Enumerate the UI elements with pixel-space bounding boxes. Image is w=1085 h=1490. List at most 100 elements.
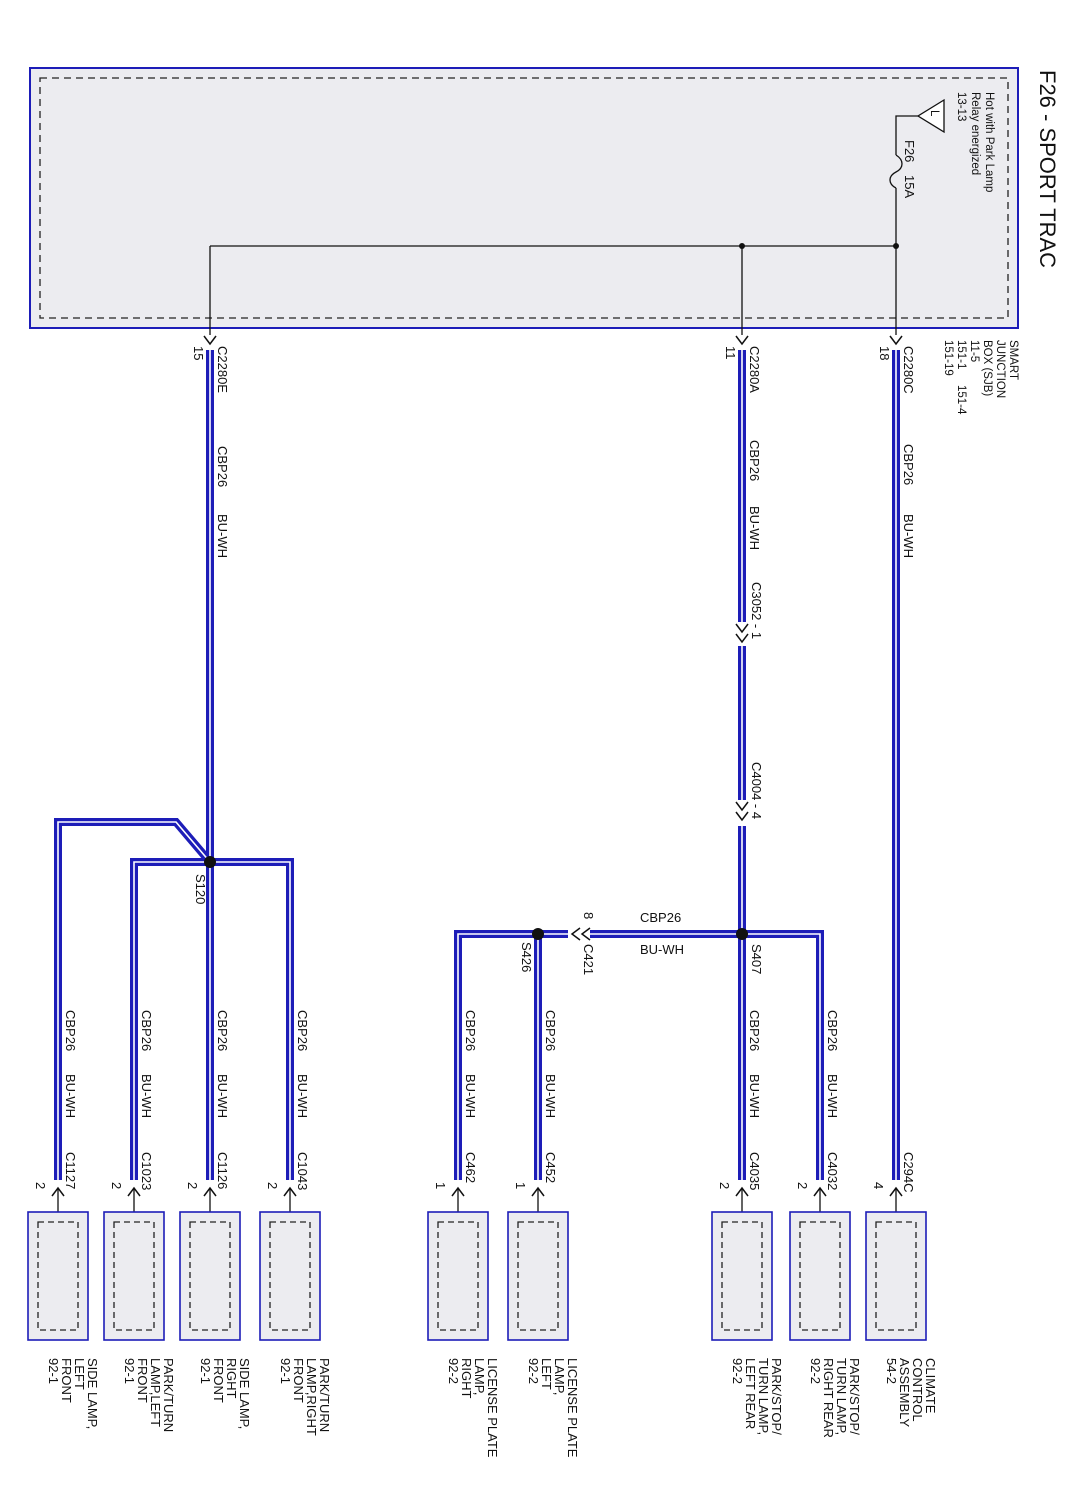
component-inner-box bbox=[269, 1221, 311, 1331]
component-label-line1: LICENSE PLATE bbox=[565, 1358, 580, 1458]
inline-connector-c3052: C3052 - 1 bbox=[735, 582, 764, 644]
component-box bbox=[27, 1211, 89, 1341]
connector-c2280a-name: C2280A bbox=[747, 346, 762, 393]
component-connector-pin: 1 bbox=[513, 1182, 528, 1189]
component-label-line3: FRONT bbox=[135, 1358, 150, 1403]
diagram-title: F26 - SPORT TRAC bbox=[1035, 70, 1060, 268]
fuse-icon bbox=[889, 154, 903, 189]
component-inner-box bbox=[721, 1221, 763, 1331]
wire-label-circuit: CBP26 bbox=[901, 444, 916, 485]
component-box bbox=[711, 1211, 773, 1341]
wire-label-color: BU-WH bbox=[463, 1074, 478, 1118]
component-label-line2: LAMP,RIGHT bbox=[304, 1358, 319, 1436]
sjb-label-line1: SMART bbox=[1007, 340, 1019, 380]
connector-c2280c-pin: 18 bbox=[877, 346, 892, 360]
splice-s120 bbox=[204, 856, 216, 868]
component-label-line1: SIDE LAMP, bbox=[237, 1358, 252, 1429]
sjb-label-line3: BOX (SJB) bbox=[981, 340, 993, 396]
component-label-line4: 92-2 bbox=[526, 1358, 541, 1384]
component-inner-box bbox=[799, 1221, 841, 1331]
component-connector-pin: 2 bbox=[109, 1182, 124, 1189]
splice-s120-label: S120 bbox=[193, 874, 208, 904]
component-label-line4: 92-1 bbox=[198, 1358, 213, 1384]
component-label-line4: 54-2 bbox=[884, 1358, 899, 1384]
component-label-line3: LEFT bbox=[539, 1358, 554, 1390]
component-label-line3: FRONT bbox=[59, 1358, 74, 1403]
wire-label-color: BU-WH bbox=[63, 1074, 78, 1118]
component-connector-pin: 4 bbox=[871, 1182, 886, 1189]
component-connector-pin: 1 bbox=[433, 1182, 448, 1189]
component-box bbox=[507, 1211, 569, 1341]
component-label-line2: LEFT bbox=[72, 1358, 87, 1390]
component-inner-box bbox=[875, 1221, 917, 1331]
component-connector-name: C462 bbox=[463, 1152, 478, 1183]
component-label-line3: LEFT REAR bbox=[743, 1358, 758, 1429]
component-label-line1: PARK/TURN bbox=[161, 1358, 176, 1432]
hot-label-line3: 13-13 bbox=[955, 92, 967, 121]
wire-label-color: BU-WH bbox=[215, 514, 230, 558]
component-label-line4: 92-1 bbox=[122, 1358, 137, 1384]
component-label-line4: 92-2 bbox=[730, 1358, 745, 1384]
component-inner-box bbox=[113, 1221, 155, 1331]
component-connector-pin: 2 bbox=[33, 1182, 48, 1189]
component-label-line2: LAMP, bbox=[472, 1358, 487, 1395]
connector-c2280c: C2280C 18 bbox=[877, 335, 916, 394]
component-connector-name: C1023 bbox=[139, 1152, 154, 1190]
wire-label-color: BU-WH bbox=[747, 506, 762, 550]
component-label-line2: TURN LAMP, bbox=[834, 1358, 849, 1435]
component-label-line2: TURN LAMP, bbox=[756, 1358, 771, 1435]
component-label-line3: FRONT bbox=[291, 1358, 306, 1403]
hot-label: Hot with Park Lamp Relay energized 13-13 bbox=[955, 92, 995, 192]
component-connector-name: C1043 bbox=[295, 1152, 310, 1190]
wire-labels: CBP26 BU-WH CBP26 BU-WH CBP26 BU-WH CBP2… bbox=[63, 440, 916, 1118]
component-box bbox=[865, 1211, 927, 1341]
component-box bbox=[179, 1211, 241, 1341]
inline-connector-c4004: C4004 - 4 bbox=[735, 762, 764, 822]
wire-label-circuit: CBP26 bbox=[215, 1010, 230, 1051]
wire-label-color: BU-WH bbox=[901, 514, 916, 558]
connector-c2280e: C2280E 15 bbox=[191, 335, 230, 393]
wire-label-circuit: CBP26 bbox=[139, 1010, 154, 1051]
component-box bbox=[427, 1211, 489, 1341]
connector-c2280a: C2280A 11 bbox=[723, 335, 762, 393]
wire-label-color: BU-WH bbox=[215, 1074, 230, 1118]
smart-junction-box bbox=[29, 67, 1019, 329]
inline-connector-c421: C421 8 bbox=[570, 912, 596, 975]
component-label-line2: RIGHT bbox=[224, 1358, 239, 1399]
splice-s426-label: S426 bbox=[519, 942, 534, 972]
power-source-letter: L bbox=[928, 110, 940, 117]
component-label-line1: PARK/STOP/ bbox=[847, 1358, 862, 1435]
wire-label-color: BU-WH bbox=[825, 1074, 840, 1118]
component-connector-name: C452 bbox=[543, 1152, 558, 1183]
component-inner-box bbox=[37, 1221, 79, 1331]
component-label-line3: RIGHT REAR bbox=[821, 1358, 836, 1438]
sjb-label: SMART JUNCTION BOX (SJB) 11-5 151-1 151-… bbox=[942, 340, 1019, 415]
hot-label-line2: Relay energized bbox=[969, 92, 981, 175]
wire-label-circuit: CBP26 bbox=[543, 1010, 558, 1051]
sjb-label-line7: 151-19 bbox=[942, 340, 954, 376]
component-label-line1: PARK/STOP/ bbox=[769, 1358, 784, 1435]
wires bbox=[54, 350, 900, 1180]
connector-c2280c-name: C2280C bbox=[901, 346, 916, 394]
component-connector-pin: 2 bbox=[185, 1182, 200, 1189]
component-label-line3: FRONT bbox=[211, 1358, 226, 1403]
connector-c2280a-pin: 11 bbox=[723, 346, 738, 360]
component-connector-name: C1126 bbox=[215, 1152, 230, 1189]
components: C294C4CLIMATECONTROLASSEMBLY54-2C40322PA… bbox=[27, 1152, 938, 1458]
component-label-line3: RIGHT bbox=[459, 1358, 474, 1399]
component-inner-box bbox=[437, 1221, 479, 1331]
wire-label-circuit: CBP26 bbox=[295, 1010, 310, 1051]
component-label-line1: LICENSE PLATE bbox=[485, 1358, 500, 1458]
wire-label-color: BU-WH bbox=[295, 1074, 310, 1118]
component-connector-name: C1127 bbox=[63, 1152, 78, 1189]
component-label-line2: CONTROL bbox=[910, 1358, 925, 1422]
